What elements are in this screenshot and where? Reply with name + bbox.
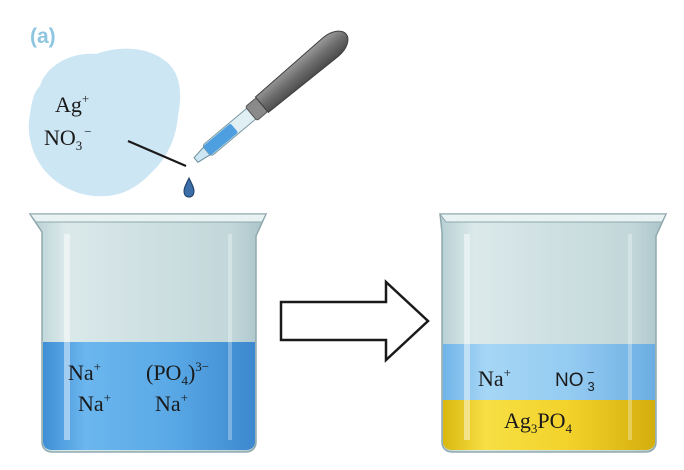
left-ion-phosphate: (PO4)3− — [146, 359, 209, 388]
precipitate-formula: Ag3PO4 — [504, 408, 573, 436]
left-ion-sodium-1: Na+ — [68, 359, 101, 385]
right-ion-sodium: Na+ — [478, 365, 511, 391]
reagent-cation: Ag+ — [55, 91, 89, 117]
beaker-left — [28, 213, 268, 453]
reagent-cloud — [28, 48, 181, 197]
beaker-right — [439, 213, 668, 453]
left-ion-sodium-3: Na+ — [155, 390, 188, 416]
droplet — [183, 176, 195, 198]
reaction-arrow — [279, 279, 430, 363]
solution-left — [43, 342, 255, 450]
leader-line — [127, 139, 187, 168]
reagent-anion: NO3− — [44, 124, 92, 153]
precipitate-layer — [443, 400, 655, 450]
solution-right — [443, 344, 655, 402]
dropper — [193, 30, 349, 163]
panel-label: (a) — [30, 25, 56, 48]
left-ion-sodium-2: Na+ — [78, 390, 111, 416]
